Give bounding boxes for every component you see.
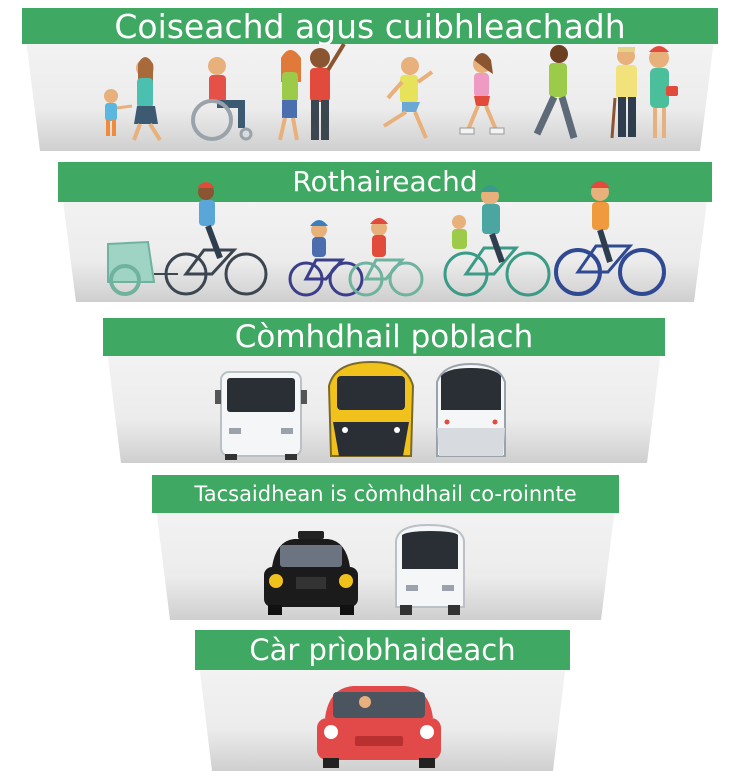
level-title: Còmhdhail poblach (234, 318, 534, 355)
level-walking-wheeling: Coiseachd agus cuibhleachadh (22, 8, 718, 151)
level-title: Rothaireachd (292, 165, 478, 198)
runner-icon (382, 57, 434, 139)
couple-waving-icon (278, 42, 346, 141)
level-artwork (104, 42, 678, 142)
level-cycling: Rothaireachd (58, 162, 712, 302)
level-artwork (215, 360, 506, 460)
cargo-bike-cyclist-icon (443, 185, 551, 297)
level-artwork (264, 523, 465, 615)
level-artwork (317, 686, 441, 768)
train-icon (327, 360, 415, 457)
level-title: Coiseachd agus cuibhleachadh (114, 8, 626, 44)
level-public-transport: Còmhdhail poblach (103, 318, 665, 463)
level-artwork (107, 181, 666, 297)
level-title: Tacsaidhean is còmhdhail co-roinnte (194, 481, 577, 506)
minibus-icon (395, 523, 465, 615)
level-header: Coiseachd agus cuibhleachadh (22, 8, 718, 44)
level-header: Tacsaidhean is còmhdhail co-roinnte (152, 475, 619, 513)
child-icon (104, 89, 133, 136)
tram-icon (436, 362, 506, 457)
walking-man-icon (533, 45, 578, 139)
child-cyclists-icon (288, 218, 424, 297)
level-header: Càr prìobhaideach (195, 630, 570, 670)
bus-icon (215, 371, 307, 460)
bike-trailer-cyclist-icon (107, 182, 268, 296)
wheelchair-user-icon (191, 57, 253, 141)
taxi-icon (264, 531, 358, 615)
level-title: Càr prìobhaideach (249, 632, 516, 667)
level-header: Còmhdhail poblach (103, 318, 665, 356)
roller-skater-icon (459, 53, 505, 135)
level-taxis-shared-transport: Tacsaidhean is còmhdhail co-roinnte (152, 475, 619, 620)
elderly-couple-icon (610, 46, 678, 139)
woman-cyclist-icon (554, 181, 666, 296)
walking-woman-icon (132, 57, 162, 142)
level-private-car: Càr prìobhaideach (195, 630, 570, 771)
private-car-icon (317, 686, 441, 768)
